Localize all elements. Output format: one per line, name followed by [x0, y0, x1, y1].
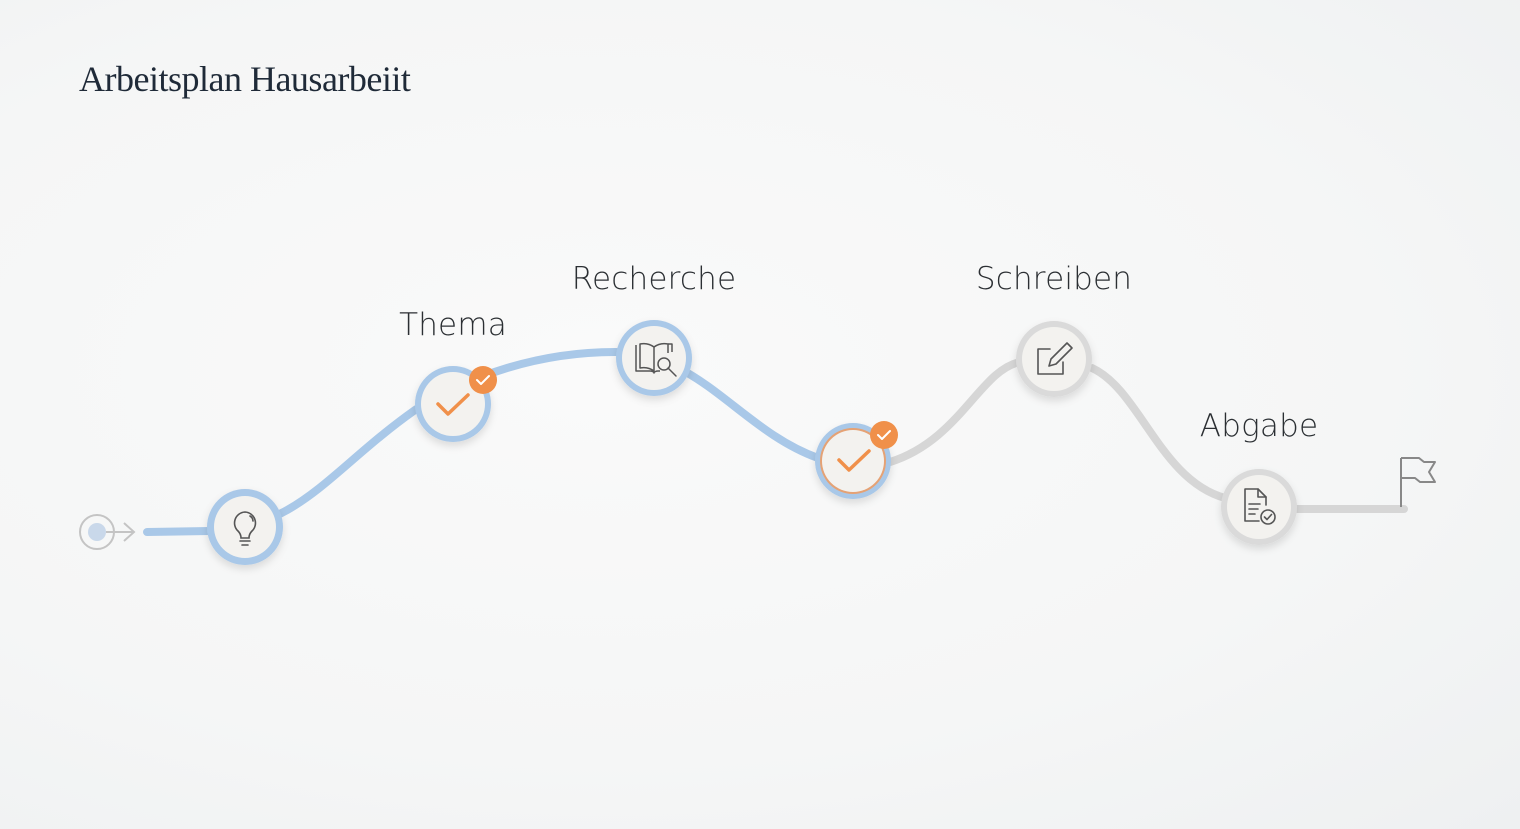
timeline-path-todo — [886, 358, 1408, 513]
milestone-schreiben[interactable] — [1016, 321, 1092, 397]
page-title: Arbeitsplan Hausarbeiit — [79, 59, 411, 99]
finish-flag-icon — [1400, 457, 1436, 507]
milestone-label-recherche: Recherche — [571, 261, 737, 297]
book-search-icon — [635, 342, 677, 377]
milestone-label-thema: Thema — [399, 307, 507, 343]
start-arrow-icon — [79, 514, 136, 550]
milestone-idea[interactable] — [207, 489, 283, 565]
milestone-label-abgabe: Abgabe — [1199, 408, 1319, 444]
edit-icon — [1037, 342, 1073, 375]
milestone-abgabe[interactable] — [1221, 469, 1297, 545]
check-badge-icon — [870, 421, 898, 449]
checkmark-icon — [837, 449, 871, 472]
document-check-icon — [1244, 488, 1276, 525]
checkmark-icon — [436, 393, 470, 416]
milestone-label-schreiben: Schreiben — [975, 261, 1133, 297]
check-badge-icon — [469, 366, 497, 394]
lightbulb-icon — [233, 511, 257, 546]
